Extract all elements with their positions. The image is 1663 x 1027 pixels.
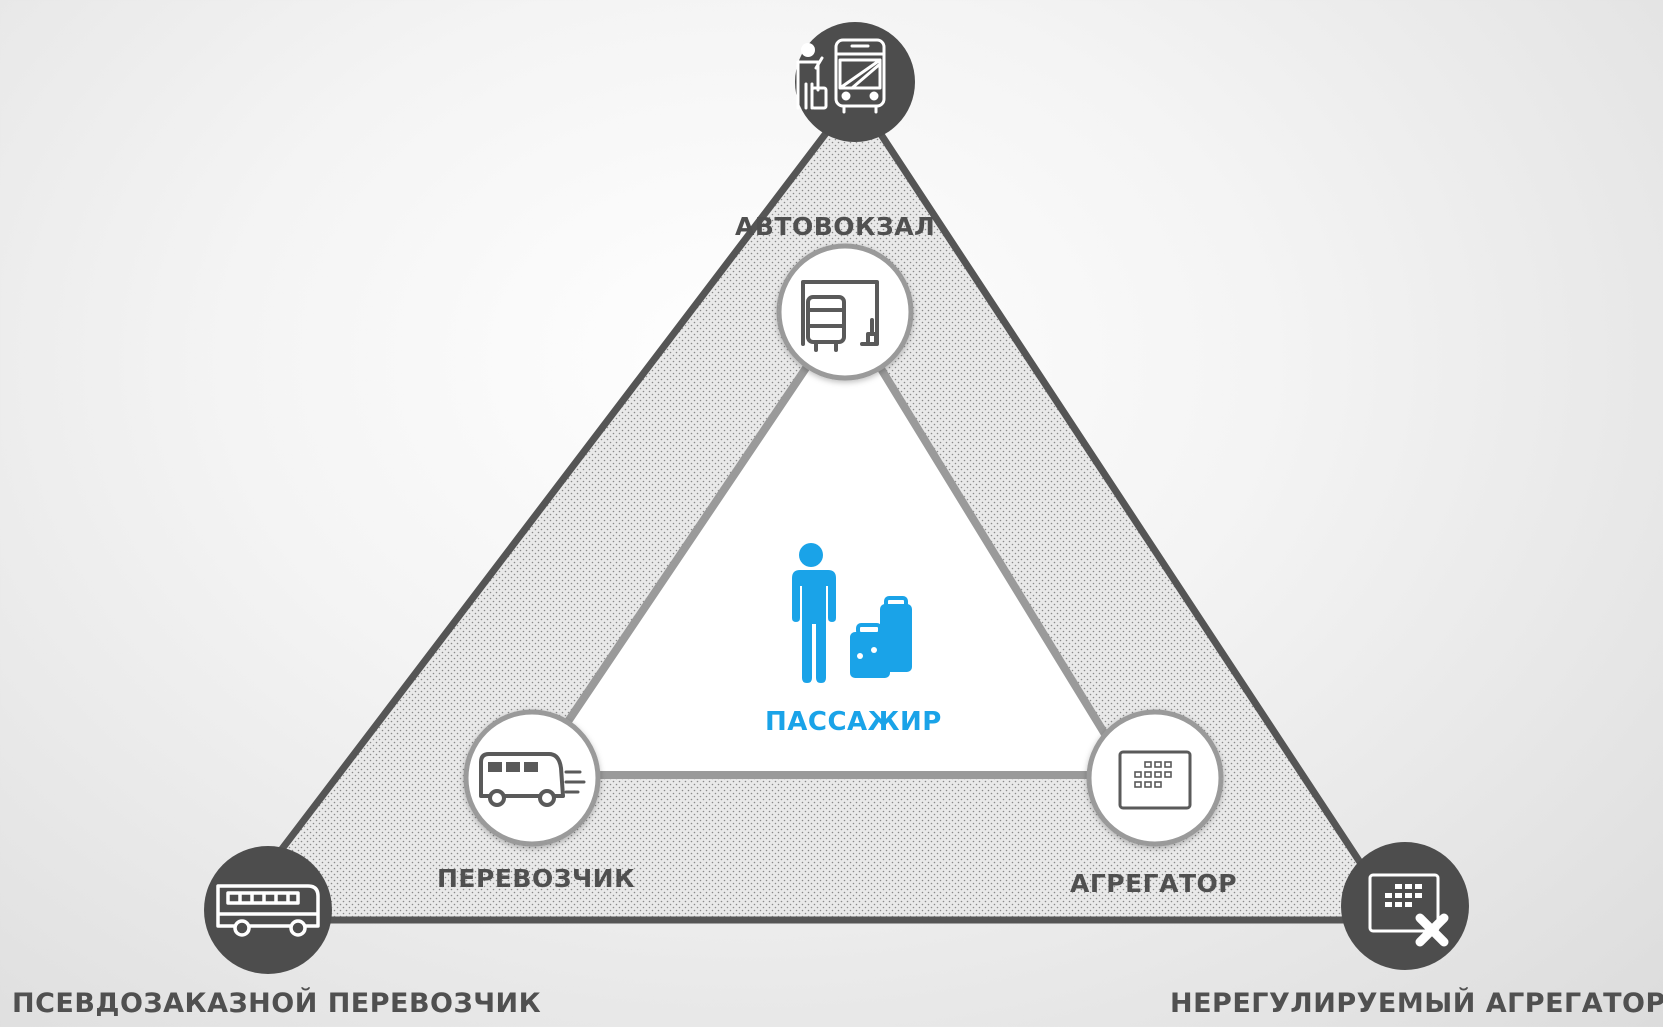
inner-triangle	[528, 306, 1134, 779]
tablet-icon	[1118, 750, 1192, 810]
bus-icon	[479, 752, 586, 807]
outer-node-pseudo-carrier	[204, 846, 332, 974]
inner-node-carrier	[463, 709, 601, 847]
bus-station-label: АВТОВОКЗАЛ	[735, 212, 936, 241]
unregulated-aggregator-label: НЕРЕГУЛИРУЕМЫЙ АГРЕГАТОР	[1170, 988, 1663, 1019]
minibus-icon	[216, 884, 320, 937]
inner-node-aggregator	[1086, 709, 1224, 847]
pseudo-carrier-label: ПСЕВДОЗАКАЗНОЙ ПЕРЕВОЗЧИК	[12, 988, 542, 1019]
aggregator-label: АГРЕГАТОР	[1070, 869, 1238, 898]
passenger-icon	[792, 543, 912, 683]
inner-node-bus-station	[776, 243, 914, 381]
outer-node-top	[795, 22, 915, 142]
tablet-cross-icon	[1368, 873, 1449, 947]
carrier-label: ПЕРЕВОЗЧИК	[437, 864, 636, 893]
passenger-and-bus-icon	[796, 38, 886, 114]
outer-node-unregulated-aggregator	[1341, 842, 1469, 970]
bus-station-icon	[801, 280, 879, 352]
center-label: ПАССАЖИР	[765, 707, 942, 737]
